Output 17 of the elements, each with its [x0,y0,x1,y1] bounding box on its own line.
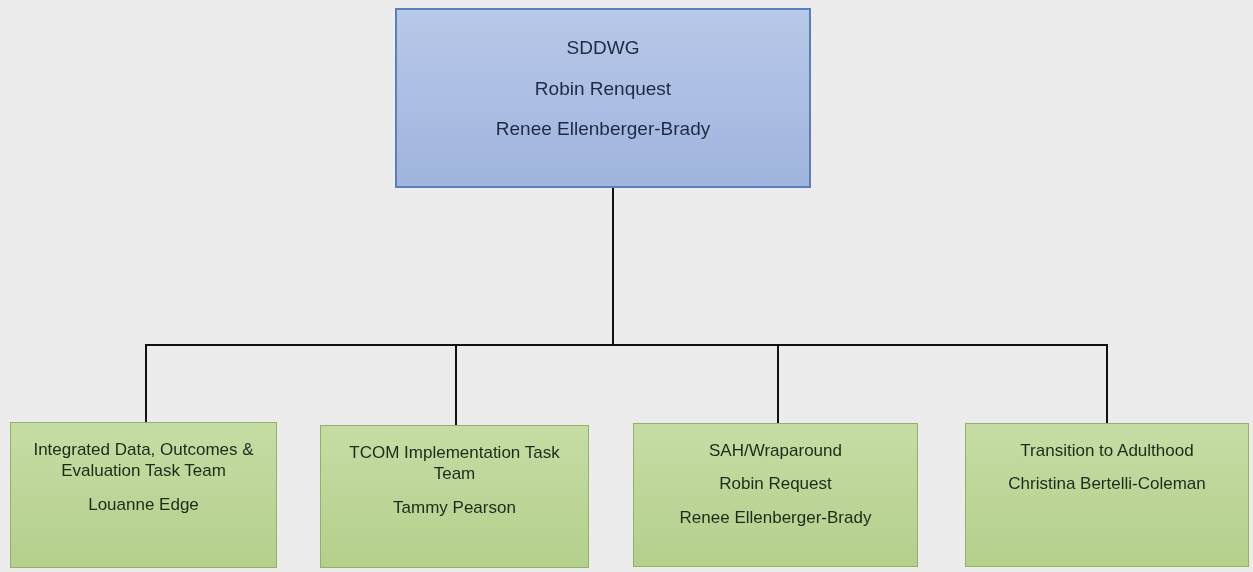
person-name: Renee Ellenberger-Brady [495,117,711,141]
team-box [10,422,277,568]
team-name: TCOM Implementation Task Team [348,442,561,485]
team-box [633,423,918,567]
group-box [395,8,811,188]
person-name: Louanne Edge [88,493,199,515]
team-box [965,423,1249,567]
team-name: Transition to Adulthood [1020,440,1194,462]
person-name: Tammy Pearson [393,496,516,518]
person-name: Robin Renquest [534,76,672,101]
team-name: SDDWG [566,36,640,60]
team-box [320,425,589,568]
person-name: Robin Request [719,473,832,495]
person-name: Christina Bertelli-Coleman [1008,473,1206,495]
team-name: Integrated Data, Outcomes & Evaluation Task Team [32,439,255,482]
team-name: SAH/Wraparound [709,440,842,462]
person-name: Renee Ellenberger-Brady [679,506,872,528]
